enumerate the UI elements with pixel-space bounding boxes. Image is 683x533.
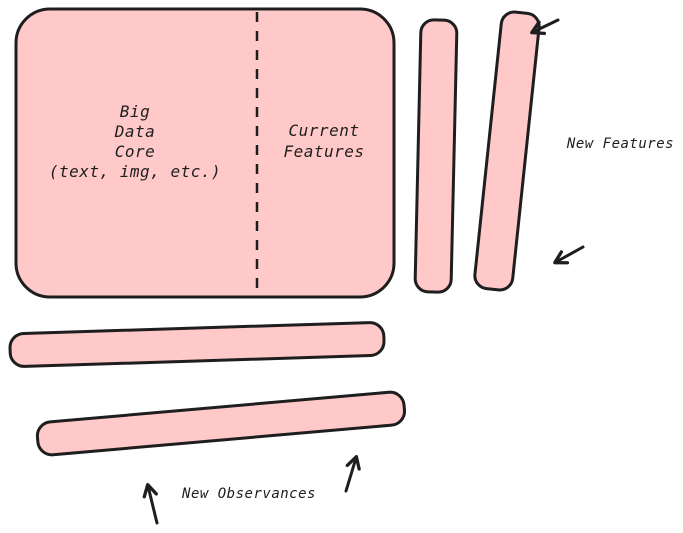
new-observance-bar-2 bbox=[35, 390, 407, 457]
big-data-core-box bbox=[14, 7, 396, 299]
new-features-top-arrow-icon bbox=[530, 18, 560, 36]
new-features-bottom-arrow-icon bbox=[553, 245, 585, 265]
new-feature-bar-1 bbox=[413, 18, 459, 294]
big-data-core-label: Big Data Core (text, img, etc.) bbox=[48, 102, 222, 181]
new-observances-label: New Observances bbox=[182, 486, 316, 502]
new-observances-left-arrow-icon bbox=[142, 483, 159, 525]
new-features-label: New Features bbox=[566, 136, 675, 152]
new-feature-bar-2 bbox=[473, 10, 541, 292]
new-observances-right-arrow-icon bbox=[344, 455, 361, 493]
new-observance-bar-1 bbox=[8, 321, 386, 368]
current-features-label: Current Features bbox=[283, 121, 365, 161]
